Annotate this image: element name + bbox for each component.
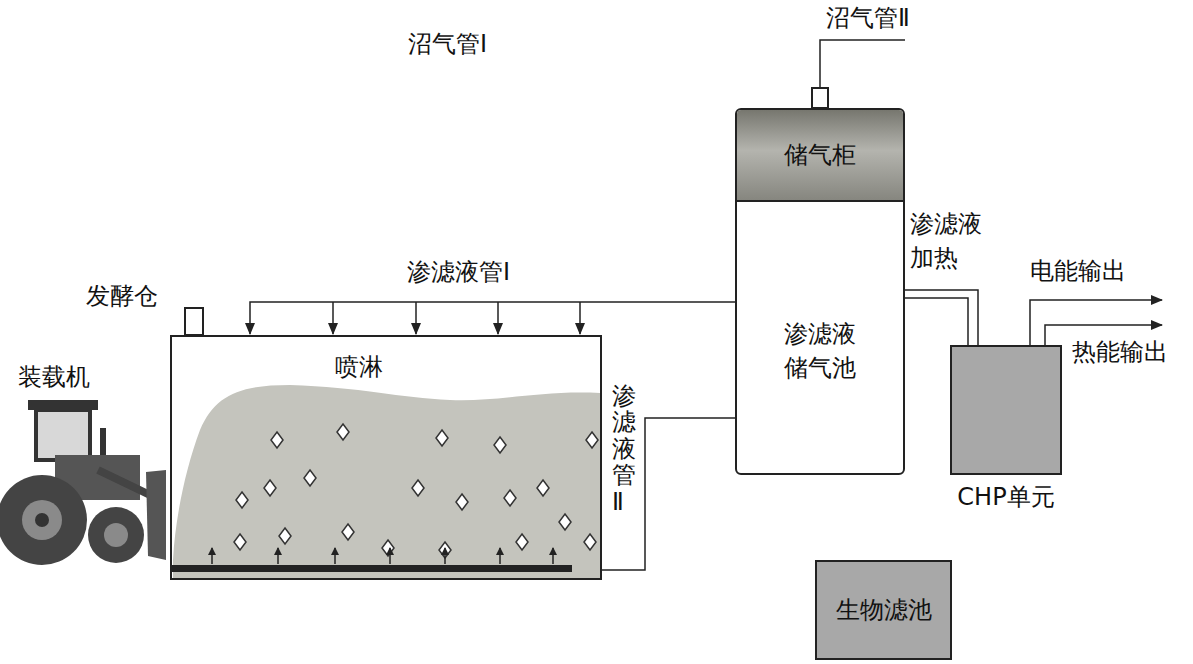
particle <box>236 492 248 508</box>
spray-label: 喷淋 <box>335 353 383 382</box>
rear-wheel <box>0 475 87 565</box>
particle <box>382 540 394 556</box>
biofilter-label: 生物滤池 <box>836 596 932 625</box>
pile-shape <box>173 385 600 578</box>
cab-window <box>36 410 90 460</box>
air-arrow <box>499 548 501 564</box>
gas-holder: 储气柜 <box>737 110 903 202</box>
particle <box>504 490 516 506</box>
spray-drop <box>579 302 581 334</box>
pipe-name: 沼气管Ⅱ <box>826 4 910 33</box>
exhaust-pipe <box>100 428 106 458</box>
particle <box>279 528 291 544</box>
front-wheel-rim <box>104 523 128 547</box>
front-wheel <box>88 507 144 563</box>
fermentation-chamber: 发酵仓喷淋 <box>170 335 602 580</box>
pipe-label-vertical: 渗滤液管Ⅱ <box>610 383 638 515</box>
aeration-pipe <box>172 565 572 572</box>
particle <box>456 494 468 510</box>
leachate-spray-pipe <box>250 302 735 334</box>
particle <box>271 432 283 448</box>
biomass-pile <box>172 385 600 578</box>
biofilter: 生物滤池 <box>815 560 952 660</box>
particle <box>234 534 246 550</box>
particle <box>337 424 349 440</box>
heating-return-line <box>905 298 968 345</box>
spray-drop <box>497 302 499 334</box>
loader-arm <box>98 470 150 495</box>
chp-unit: CHP单元 <box>950 345 1062 475</box>
gas-holder-label: 储气柜 <box>784 141 856 170</box>
particle <box>584 534 596 550</box>
air-arrow <box>277 548 279 564</box>
particle <box>436 430 448 446</box>
loader-illustration <box>0 400 166 565</box>
leachate-heating-line <box>905 290 978 345</box>
particle <box>516 534 528 550</box>
air-arrow <box>211 548 213 564</box>
particle <box>537 480 549 496</box>
particle <box>342 524 354 540</box>
chp-label: CHP单元 <box>957 483 1054 512</box>
aeration-arrows <box>212 548 553 564</box>
heating-label: 渗滤液 加热 <box>908 208 984 275</box>
rear-wheel-hub <box>35 513 49 527</box>
air-arrow <box>389 548 391 564</box>
biomass-particles <box>234 424 598 558</box>
particle <box>586 432 598 448</box>
loader-bucket <box>146 470 166 560</box>
machine-name: 装载机 <box>18 363 90 392</box>
tank-label: 渗滤液储气池 <box>784 318 856 385</box>
pipe-name: 沼气管Ⅰ <box>408 30 487 59</box>
spray-drops <box>333 302 580 334</box>
chamber-vent <box>185 308 203 335</box>
air-arrow <box>334 548 336 564</box>
particle <box>304 470 316 486</box>
air-arrow <box>552 548 554 564</box>
biogas-pipe <box>820 40 905 90</box>
gas-nozzle <box>812 88 828 108</box>
particle <box>412 480 424 496</box>
pipe-label: 渗滤液管Ⅰ <box>405 258 512 287</box>
output-label: 热能输出 <box>1072 338 1168 367</box>
spray-drop <box>332 302 334 334</box>
output-label: 电能输出 <box>1030 257 1126 286</box>
spray-drop <box>415 302 417 334</box>
rear-wheel-rim <box>22 500 62 540</box>
particle <box>559 514 571 530</box>
particle <box>264 480 276 496</box>
leachate-tank: 渗滤液储气池储气柜 <box>735 108 905 475</box>
chamber-heading: 发酵仓 <box>86 282 158 311</box>
particle <box>494 437 506 453</box>
air-arrow <box>444 548 446 564</box>
